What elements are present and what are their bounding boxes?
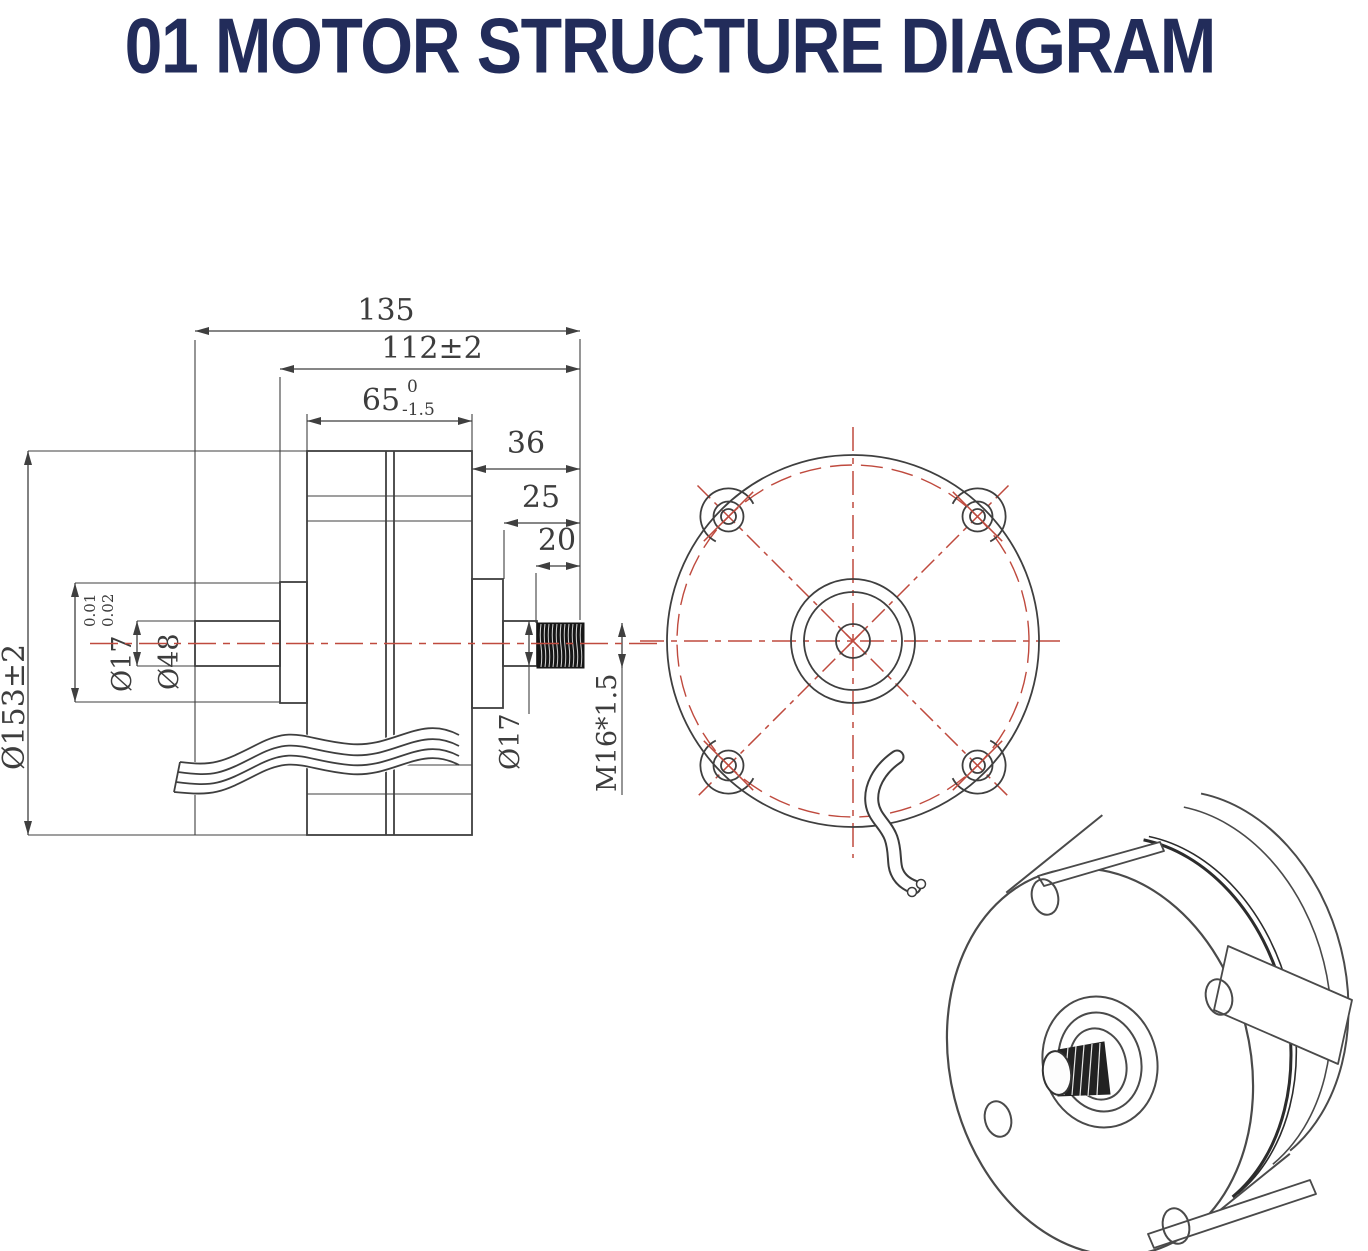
bolt-hole xyxy=(699,487,755,543)
dim-thread-length: 20 xyxy=(538,523,576,558)
cable-front xyxy=(864,749,927,898)
dim-front-shaft-diameter: Ø17 xyxy=(495,714,526,771)
front-outer-circle xyxy=(666,454,1040,828)
bolt-pitch-circle xyxy=(676,464,1030,818)
front-centerlines xyxy=(640,427,1063,858)
page-title: 01 MOTOR STRUCTURE DIAGRAM xyxy=(124,2,1217,90)
front-shaft-circle xyxy=(835,623,871,659)
iso-boss xyxy=(1041,995,1159,1129)
pad-right xyxy=(1213,945,1353,1065)
title-bar: 01 MOTOR STRUCTURE DIAGRAM xyxy=(0,0,1368,92)
dim-rear-shaft-tol-upper: 0.01 xyxy=(81,594,99,627)
iso-view xyxy=(945,792,1353,1251)
front-boss-circle xyxy=(790,578,916,704)
front-boss-inner-circle xyxy=(803,591,903,691)
iso-bolt-holes xyxy=(983,878,1234,1245)
dim-hub-diameter: Ø48 xyxy=(154,634,185,691)
dim-outer-diameter: Ø153±2 xyxy=(0,644,32,770)
side-view: 135 112±2 65 0 -1.5 36 25 20 Ø153±2 Ø48 … xyxy=(0,293,660,836)
dim-body-width-tol-lower: -1.5 xyxy=(402,400,435,420)
dim-body-width-tol-upper: 0 xyxy=(407,377,418,397)
dim-rear-shaft-tol-lower: 0.02 xyxy=(99,594,117,627)
dimension-lines xyxy=(24,327,626,835)
extension-lines xyxy=(28,339,581,836)
dim-shaft-length: 25 xyxy=(522,480,560,515)
pad-top xyxy=(1037,841,1165,887)
dim-body-with-shaft: 112±2 xyxy=(381,331,482,366)
threaded-stud xyxy=(536,622,585,669)
dim-total-length: 135 xyxy=(357,293,414,328)
dim-rear-shaft-diameter: Ø17 xyxy=(107,636,138,693)
dim-body-width: 65 xyxy=(362,383,400,418)
iso-shaft xyxy=(1041,1041,1111,1097)
cable-side xyxy=(173,726,467,795)
dim-front-length: 36 xyxy=(507,426,545,461)
front-view xyxy=(640,427,1063,898)
rear-hub xyxy=(279,581,308,704)
dim-thread-spec: M16*1.5 xyxy=(592,674,623,792)
